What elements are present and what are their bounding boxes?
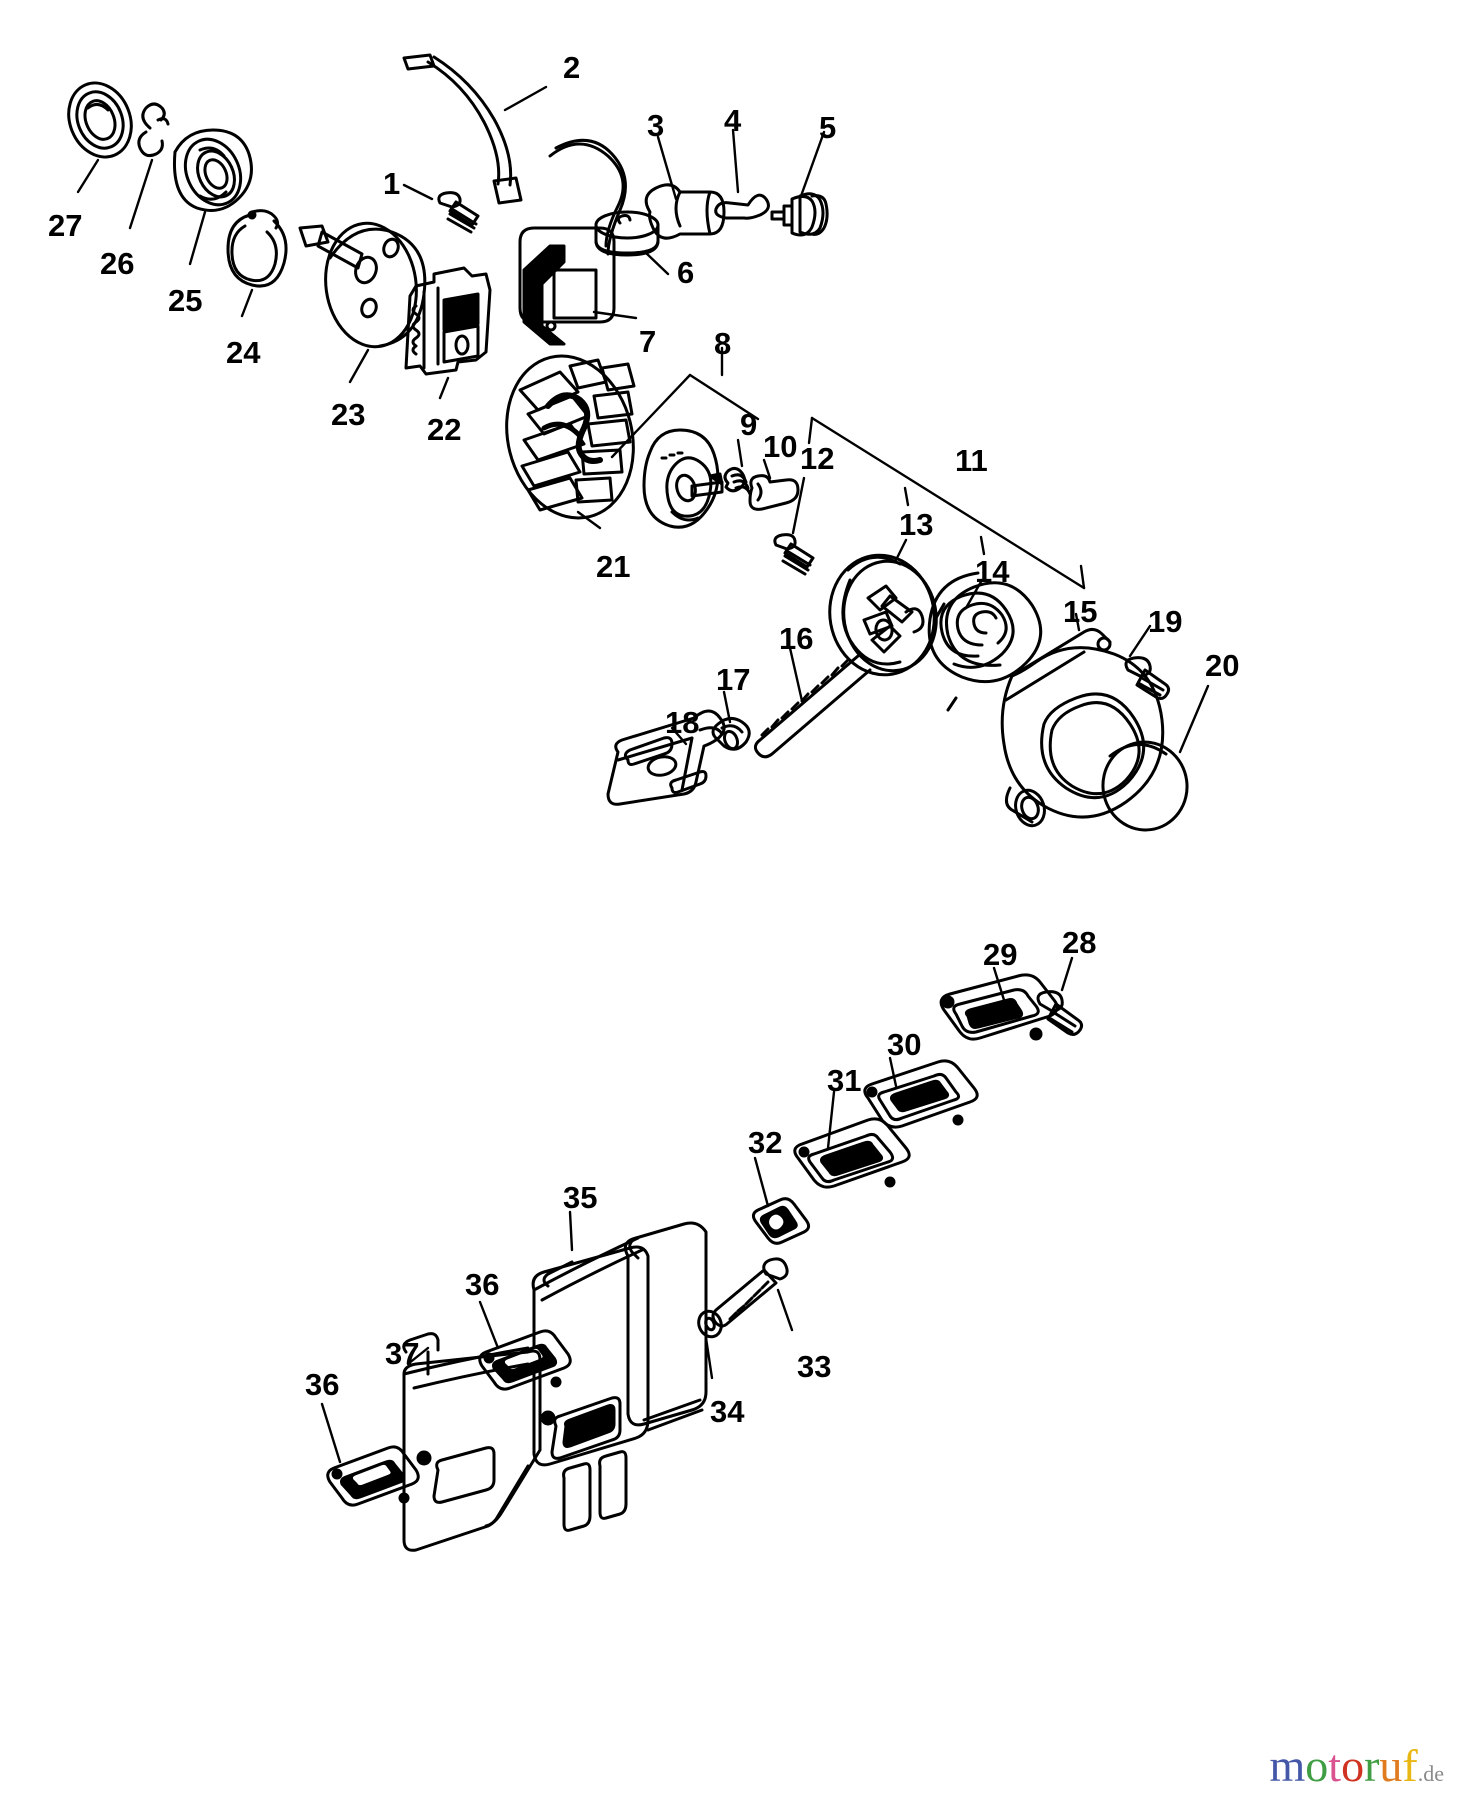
callout-2: 2 xyxy=(563,50,581,85)
callout-32: 32 xyxy=(748,1125,783,1160)
callout-33: 33 xyxy=(797,1349,832,1384)
part-28-screw xyxy=(1036,956,1084,1036)
callout-11: 11 xyxy=(955,443,988,478)
callout-26: 26 xyxy=(100,246,135,281)
watermark-letter-o1: o xyxy=(1305,1740,1329,1791)
callout-31: 31 xyxy=(827,1063,862,1098)
callout-7: 7 xyxy=(639,324,657,359)
part-11-assembly-bracket xyxy=(807,416,1086,590)
part-31-insulator-plate xyxy=(793,1090,911,1189)
part-32-exhaust-deflector xyxy=(751,1156,811,1245)
watermark-letter-r: r xyxy=(1364,1740,1380,1791)
part-5-spark-plug xyxy=(770,130,829,237)
callout-13: 13 xyxy=(899,507,934,542)
part-1-screw xyxy=(402,183,480,234)
part-23-clutch-drum xyxy=(298,221,427,384)
part-29-intake-spacer xyxy=(939,966,1059,1041)
part-8-pawl-bracket xyxy=(610,346,760,529)
callout-16: 16 xyxy=(779,621,814,656)
watermark-suffix: .de xyxy=(1417,1761,1444,1786)
callout-37: 37 xyxy=(385,1336,420,1371)
part-26-retaining-clip xyxy=(128,102,170,230)
callout-36-lower: 36 xyxy=(305,1367,340,1402)
part-15-starter-housing xyxy=(1000,612,1165,828)
part-20-cover-disc xyxy=(1101,684,1210,832)
part-35-muffler xyxy=(531,1210,708,1532)
callout-24: 24 xyxy=(226,335,261,370)
part-4-spark-plug-clip xyxy=(714,128,770,220)
callout-25: 25 xyxy=(168,283,203,318)
callout-4: 4 xyxy=(724,103,742,138)
part-33-muffler-bolt xyxy=(711,1257,794,1332)
part-7-ignition-coil xyxy=(518,138,638,346)
watermark-letter-m: m xyxy=(1269,1740,1306,1791)
part-12-screw xyxy=(773,476,815,576)
callout-3: 3 xyxy=(647,108,665,143)
callout-29: 29 xyxy=(983,937,1018,972)
callout-17: 17 xyxy=(716,662,751,697)
watermark-letter-o2: o xyxy=(1341,1740,1365,1791)
watermark-letter-f: f xyxy=(1402,1740,1418,1791)
callout-19: 19 xyxy=(1148,604,1183,639)
part-30-intake-gasket xyxy=(863,1056,979,1129)
part-25-ball-bearing xyxy=(172,128,253,266)
callout-35: 35 xyxy=(563,1180,598,1215)
callout-10: 10 xyxy=(763,429,798,464)
motoruf-watermark: motoruf.de xyxy=(1270,1739,1444,1792)
part-13-rope-pulley xyxy=(828,538,938,677)
part-18-starter-handle xyxy=(606,709,726,806)
callout-12: 12 xyxy=(800,441,835,476)
part-24-snap-ring xyxy=(226,209,288,318)
watermark-letter-t: t xyxy=(1328,1740,1342,1791)
part-6-grommet xyxy=(594,210,670,276)
part-37-heat-shield xyxy=(402,1332,542,1552)
part-22-ignition-module xyxy=(404,266,492,400)
callout-36-upper: 36 xyxy=(465,1267,500,1302)
callout-30: 30 xyxy=(887,1027,922,1062)
callout-22: 22 xyxy=(427,412,462,447)
part-2-ignition-lead-wire xyxy=(402,53,548,205)
callout-21: 21 xyxy=(596,549,631,584)
callout-5: 5 xyxy=(819,110,837,145)
callout-34: 34 xyxy=(710,1394,745,1429)
callout-23: 23 xyxy=(331,397,366,432)
callout-14: 14 xyxy=(975,554,1010,589)
callout-18: 18 xyxy=(665,705,700,740)
callout-15: 15 xyxy=(1063,594,1098,629)
callout-28: 28 xyxy=(1062,925,1097,960)
part-36-muffler-gasket-lower xyxy=(320,1402,420,1507)
part-14-recoil-spring xyxy=(927,571,1043,712)
part-10-starter-pawl xyxy=(748,458,800,511)
callout-1: 1 xyxy=(383,166,401,201)
part-21-flywheel xyxy=(505,354,636,530)
part-27-oil-seal xyxy=(67,81,133,194)
callout-20: 20 xyxy=(1205,648,1240,683)
part-9-pawl-spring xyxy=(708,438,752,496)
callout-6: 6 xyxy=(677,255,695,290)
callout-27: 27 xyxy=(48,208,83,243)
part-19-screw xyxy=(1124,624,1171,700)
callout-9: 9 xyxy=(740,407,758,442)
watermark-letter-u: u xyxy=(1379,1740,1403,1791)
part-34-washer xyxy=(697,1309,723,1380)
part-16-starter-rope xyxy=(753,646,872,759)
callout-8: 8 xyxy=(714,326,732,361)
